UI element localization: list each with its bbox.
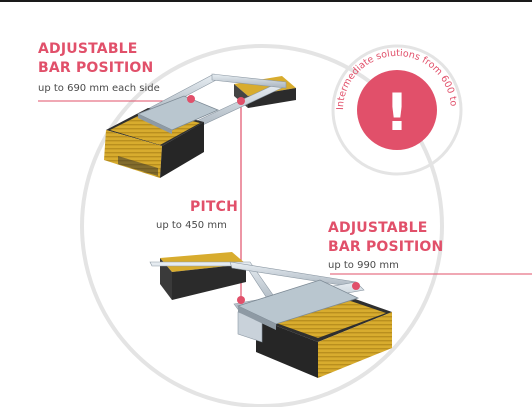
lower-marker-right [352,282,360,290]
upper-marker-left [187,95,195,103]
bottom-bar-heading: ADJUSTABLE BAR POSITION [328,219,443,257]
pitch-heading: PITCH [190,199,239,215]
lower-assembly [149,252,392,378]
pitch-detail: up to 450 mm [156,220,227,231]
lower-small-motor [160,252,246,300]
top-bar-heading: ADJUSTABLE BAR POSITION [38,40,153,78]
top-bar-detail: up to 690 mm each side [38,83,160,94]
bottom-bar-detail: up to 990 mm [328,260,399,271]
background-ring [80,44,444,407]
top-rule [0,0,532,2]
badge-circle [357,70,437,150]
lower-marker-left [237,296,245,304]
upper-marker-right [237,97,245,105]
upper-crossbar-back [211,73,287,89]
bottom-bar-heading-line2: BAR POSITION [328,239,444,255]
upper-carriage [136,95,220,131]
bottom-bar-heading-line1: ADJUSTABLE [328,220,428,236]
top-bar-heading-line1: ADJUSTABLE [38,41,138,57]
top-bar-heading-line2: BAR POSITION [38,60,154,76]
lower-carriage [236,279,360,325]
upper-assembly [104,73,296,178]
lower-large-motor [237,290,392,378]
exclamation-icon: ! [385,83,409,143]
badge-ring-outline [331,44,463,176]
